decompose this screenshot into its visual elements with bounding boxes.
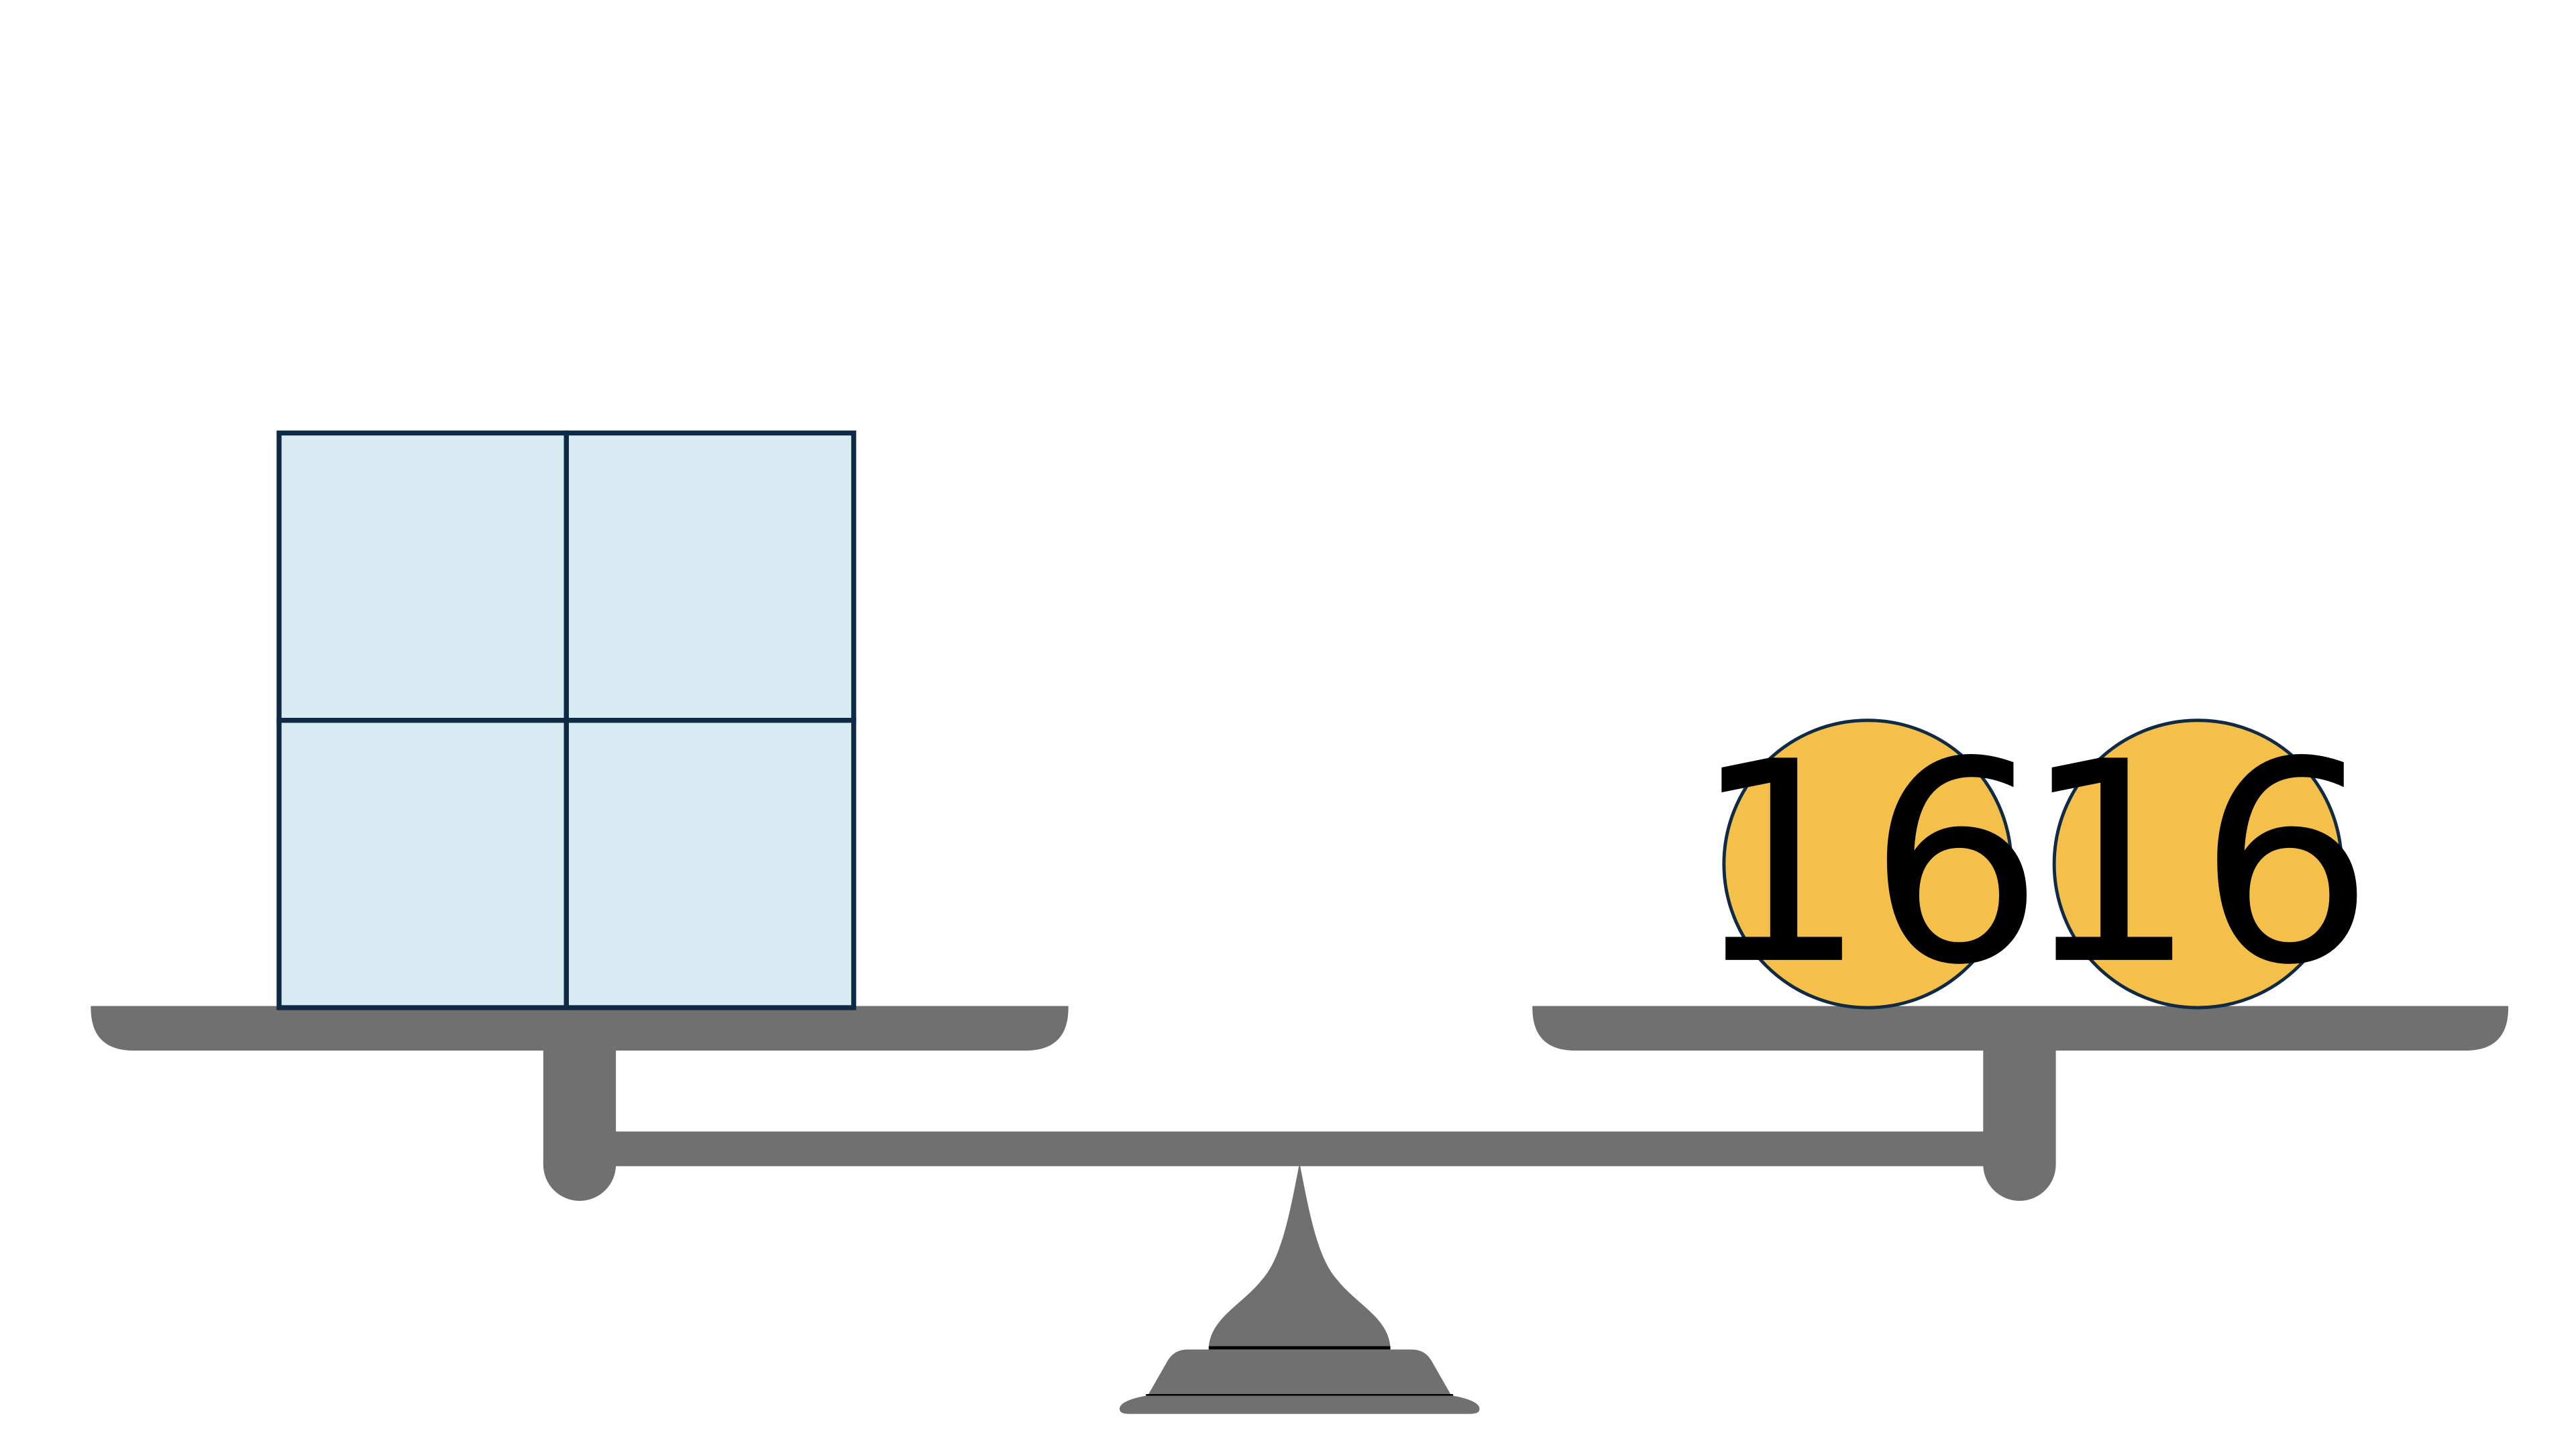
block-cell (566, 433, 853, 720)
fulcrum-post (1209, 1163, 1391, 1348)
block-cell (279, 721, 566, 1008)
block-cell (566, 721, 853, 1008)
scale-beam (580, 1132, 2019, 1167)
fulcrum-stand (1120, 1163, 1480, 1414)
right-hanger (1983, 1041, 2055, 1201)
fulcrum-base-foot (1120, 1396, 1480, 1414)
coin-1: 16 (1691, 702, 2044, 1026)
left-pan (91, 1006, 1068, 1051)
left-hanger (543, 1041, 616, 1201)
unknown-block (279, 433, 854, 1008)
fulcrum-base-upper (1148, 1350, 1452, 1396)
coin-2: 16 (2021, 702, 2374, 1026)
coin-label: 16 (2021, 702, 2374, 1026)
block-cell (279, 433, 566, 720)
coin-label: 16 (1691, 702, 2044, 1026)
